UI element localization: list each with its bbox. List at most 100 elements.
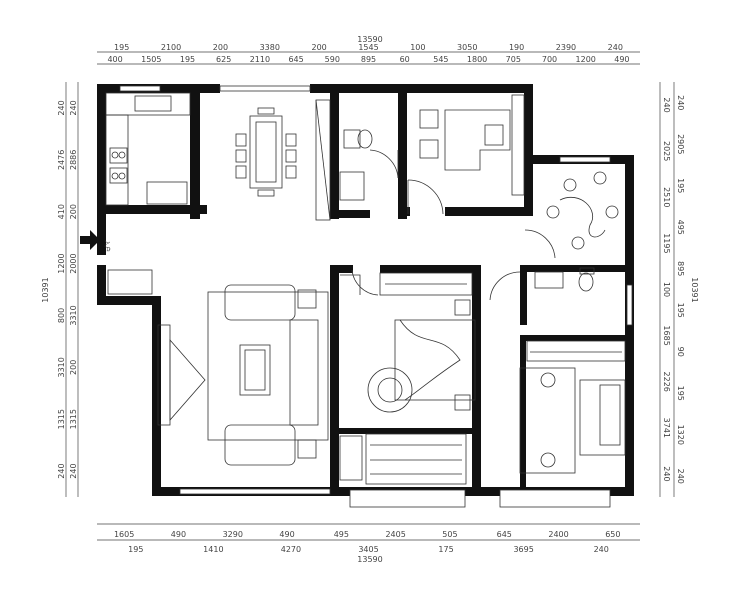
dimension-right-label: 240: [676, 469, 685, 484]
dimension-top-label: 400: [107, 55, 122, 64]
dimension-top-label: 195: [114, 43, 129, 52]
dimension-left-label: 240: [57, 463, 66, 478]
dimension-top-label: 700: [542, 55, 557, 64]
dimension-top-label: 1545: [358, 43, 378, 52]
dimension-top-label: 200: [311, 43, 326, 52]
guest-bath: [339, 129, 399, 201]
dimension-top-label: 1200: [576, 55, 596, 64]
dimension-top-label: 490: [614, 55, 629, 64]
dimension-left-label: 3310: [57, 357, 66, 377]
dimension-top-label: 190: [509, 43, 524, 52]
dimension-top-label: 1800: [467, 55, 487, 64]
dimension-bottom-label: 490: [279, 530, 294, 539]
walls: [97, 84, 634, 496]
dimension-right-label: 1195: [662, 233, 671, 253]
dimension-right-label: 2025: [662, 141, 671, 161]
dimension-top-label: 895: [361, 55, 376, 64]
dimension-bottom-label: 650: [605, 530, 620, 539]
dimension-left-label: 1315: [57, 409, 66, 429]
dimension-bottom-total: 13590: [357, 555, 382, 564]
entry-label: 入户: [103, 240, 111, 252]
dimension-left-label: 200: [69, 204, 78, 219]
dimension-right-label: 240: [662, 466, 671, 481]
dimension-bottom-label: 4270: [281, 545, 301, 554]
dimension-left-label: 1200: [57, 253, 66, 273]
dimension-left-label: 2886: [69, 150, 78, 170]
dimension-bottom-label: 195: [128, 545, 143, 554]
dimension-bottom-label: 490: [171, 530, 186, 539]
windows: [119, 85, 633, 508]
dimension-left-label: 410: [57, 204, 66, 219]
dimension-right-label: 895: [676, 261, 685, 276]
dimension-top-total: 13590: [357, 35, 382, 44]
dimension-right-label: 240: [662, 97, 671, 112]
dimension-top-label: 625: [216, 55, 231, 64]
dimension-right-label: 195: [676, 178, 685, 193]
dimension-right-label: 1685: [662, 325, 671, 345]
dimension-top-label: 60: [400, 55, 410, 64]
dimension-left-label: 3310: [69, 305, 78, 325]
dimension-bottom-label: 3290: [223, 530, 243, 539]
dimension-left-label: 800: [57, 308, 66, 323]
dimension-top-label: 705: [506, 55, 521, 64]
kitchen: [105, 92, 191, 206]
dimension-right-label: 495: [676, 220, 685, 235]
dimension-left-label: 240: [69, 100, 78, 115]
dimension-top-label: 645: [288, 55, 303, 64]
entry: 入户: [80, 230, 153, 295]
dimension-bottom-label: 505: [442, 530, 457, 539]
dimension-top-label: 200: [213, 43, 228, 52]
dimension-left-total: 10391: [41, 277, 50, 302]
study: [407, 94, 525, 215]
dimension-right-label: 195: [676, 386, 685, 401]
dimension-right-label: 240: [676, 95, 685, 110]
dimension-top-label: 195: [180, 55, 195, 64]
dimension-right-label: 3741: [662, 418, 671, 438]
dimension-right-label: 1320: [676, 425, 685, 445]
dimension-bottom-label: 1605: [114, 530, 134, 539]
dimension-bottom-label: 3695: [513, 545, 533, 554]
dimension-left-label: 2476: [57, 150, 66, 170]
dimension-right-label: 2510: [662, 187, 671, 207]
dimension-bottom-label: 2400: [548, 530, 568, 539]
entry-arrow-icon: [80, 230, 100, 250]
dimension-bottom-label: 645: [497, 530, 512, 539]
dimension-top-label: 240: [608, 43, 623, 52]
dimension-top-label: 545: [433, 55, 448, 64]
dimension-bottom-label: 1410: [203, 545, 223, 554]
dimension-top-label: 1505: [141, 55, 161, 64]
dimension-bottom-label: 495: [334, 530, 349, 539]
balcony-lounge: [524, 171, 619, 259]
dimension-top-label: 590: [325, 55, 340, 64]
dimension-top-label: 100: [410, 43, 425, 52]
dimension-top-label: 3050: [457, 43, 477, 52]
dining-table: [235, 107, 297, 197]
dimension-bottom-label: 2405: [385, 530, 405, 539]
corridor-closet: [339, 433, 467, 485]
dimension-left-label: 1315: [69, 409, 78, 429]
dimension-right-label: 2905: [676, 134, 685, 154]
dimension-top-label: 2110: [250, 55, 270, 64]
dimension-left-label: 240: [57, 100, 66, 115]
dimension-top-label: 2100: [161, 43, 181, 52]
dimension-bottom-label: 240: [594, 545, 609, 554]
dimension-right-label: 100: [662, 282, 671, 297]
dining-cabinet: [315, 99, 331, 221]
dimension-labels: 13590 195 2100 200 3380 200 1545 100 3050 190 2390…: [41, 35, 699, 564]
master-bath: [489, 267, 595, 301]
dimension-left-label: 200: [69, 360, 78, 375]
dimension-right-label: 90: [676, 347, 685, 357]
dimension-bottom-label: 175: [438, 545, 453, 554]
dimension-top-label: 2390: [556, 43, 576, 52]
dimension-right-total: 10391: [690, 277, 699, 302]
master-bedroom: [519, 340, 626, 474]
dimension-lines: [65, 51, 675, 541]
dimension-left-label: 240: [69, 463, 78, 478]
dimension-right-label: 2226: [662, 372, 671, 392]
dimension-top-label: 3380: [260, 43, 280, 52]
second-bedroom: [340, 269, 476, 413]
dimension-bottom-label: 3405: [358, 545, 378, 554]
dimension-left-label: 2000: [69, 253, 78, 273]
dimension-right-label: 195: [676, 303, 685, 318]
